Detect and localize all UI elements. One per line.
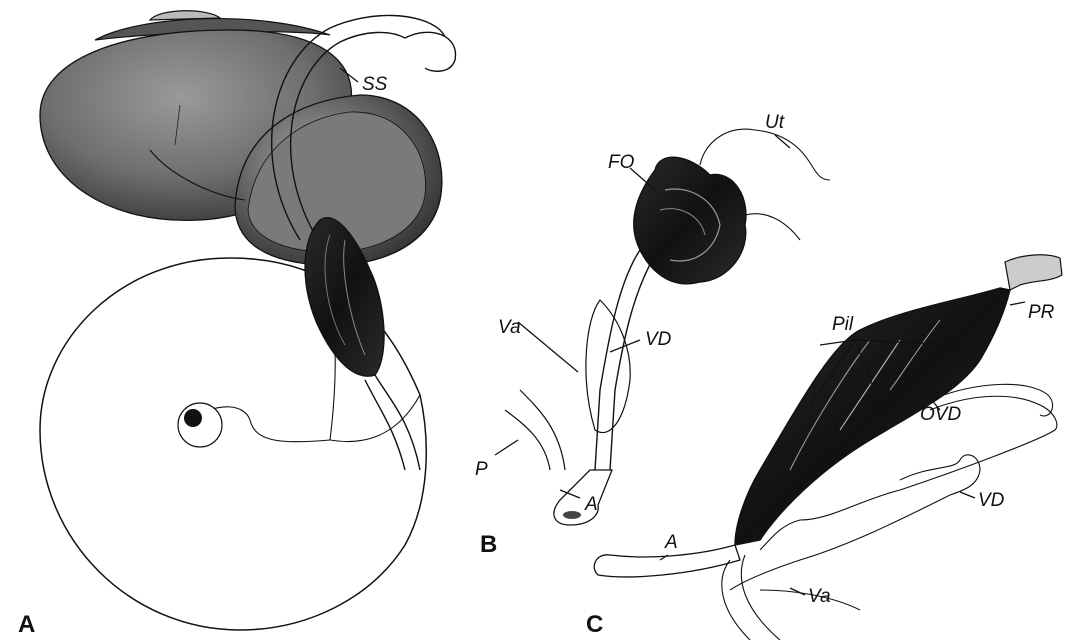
label-ovd: OVD — [920, 404, 961, 425]
label-vd-b: VD — [645, 329, 672, 350]
label-vd-c: VD — [978, 490, 1005, 511]
panel-c-label: C — [586, 611, 603, 638]
label-ut: Ut — [765, 112, 785, 133]
penis-dissection-panel-c — [594, 255, 1062, 640]
label-pr: PR — [1028, 302, 1055, 323]
label-ss: SS — [362, 74, 388, 95]
label-p: P — [475, 459, 488, 480]
label-fo: FO — [608, 152, 635, 173]
label-a-b: A — [584, 494, 598, 515]
label-a-c: A — [664, 532, 678, 553]
shell-lateral-view — [40, 11, 442, 266]
label-pil: Pil — [832, 314, 854, 335]
panel-b-label: B — [480, 531, 497, 558]
panel-a-label: A — [18, 611, 35, 638]
label-va-c: Va — [808, 586, 831, 607]
label-va-b: Va — [498, 317, 521, 338]
